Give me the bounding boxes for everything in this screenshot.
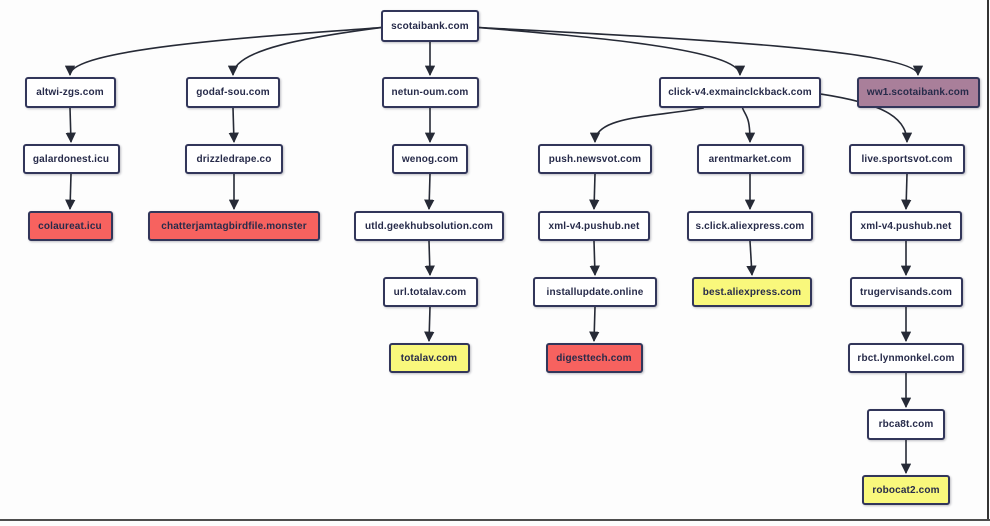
node-godaf[interactable]: godaf-sou.com [186, 77, 280, 108]
edge-galardonest-to-colaureat [65, 173, 76, 211]
node-trugervisands[interactable]: trugervisands.com [849, 277, 963, 307]
node-utld[interactable]: utld.geekhubsolution.com [354, 211, 504, 241]
node-installupdate[interactable]: installupdate.online [533, 277, 657, 307]
node-livesportsvot[interactable]: live.sportsvot.com [849, 144, 965, 174]
edge-sclick-to-bestali [746, 240, 757, 277]
node-totalav[interactable]: totalav.com [388, 343, 470, 373]
node-bestali[interactable]: best.aliexpress.com [692, 277, 812, 307]
edge-clickv4-to-arentmarket [741, 107, 756, 144]
node-altwi[interactable]: altwi-zgs.com [24, 77, 116, 108]
edge-root-to-godaf [227, 26, 382, 77]
edge-root-to-ww1 [478, 26, 924, 77]
node-xmlv4b[interactable]: xml-v4.pushub.net [850, 211, 962, 241]
edge-altwi-to-galardonest [65, 107, 76, 144]
edge-installupdate-to-digesttech [589, 306, 600, 343]
node-chatterjam[interactable]: chatterjamtagbirdfile.monster [148, 211, 320, 241]
frame-right-border [987, 0, 989, 521]
node-xmlv4a[interactable]: xml-v4.pushub.net [538, 211, 650, 241]
frame-bottom-border [0, 519, 990, 521]
edge-godaf-to-drizzledrape [228, 107, 239, 144]
node-rbca8t[interactable]: rbca8t.com [867, 409, 945, 440]
node-sclick[interactable]: s.click.aliexpress.com [687, 211, 813, 241]
edge-xmlv4a-to-installupdate [589, 240, 600, 277]
edge-urltotalav-to-totalav [424, 306, 435, 343]
node-digesttech[interactable]: digesttech.com [545, 343, 643, 373]
node-ww1[interactable]: ww1.scotaibank.com [856, 77, 980, 108]
edge-pushnewsvot-to-xmlv4a [589, 173, 600, 211]
node-clickv4[interactable]: click-v4.exmainclckback.com [659, 77, 821, 108]
node-wenog[interactable]: wenog.com [392, 144, 468, 174]
node-netun[interactable]: netun-oum.com [381, 77, 479, 108]
edge-livesportsvot-to-xmlv4b [901, 173, 912, 211]
node-robocat2[interactable]: robocat2.com [862, 475, 950, 505]
node-pushnewsvot[interactable]: push.newsvot.com [538, 144, 652, 174]
node-rbct[interactable]: rbct.lynmonkel.com [848, 343, 964, 373]
edge-clickv4-to-pushnewsvot [589, 107, 704, 144]
node-colaureat[interactable]: colaureat.icu [27, 211, 113, 241]
edge-root-to-altwi [64, 26, 382, 77]
edge-root-to-clickv4 [478, 26, 746, 77]
node-arentmarket[interactable]: arentmarket.com [696, 144, 804, 174]
node-drizzledrape[interactable]: drizzledrape.co [185, 144, 283, 174]
edge-wenog-to-utld [424, 173, 435, 211]
node-galardonest[interactable]: galardonest.icu [22, 144, 120, 174]
node-urltotalav[interactable]: url.totalav.com [382, 277, 478, 307]
node-root[interactable]: scotaibank.com [381, 10, 479, 42]
edge-clickv4-to-livesportsvot [820, 93, 913, 144]
edge-utld-to-urltotalav [424, 240, 435, 277]
